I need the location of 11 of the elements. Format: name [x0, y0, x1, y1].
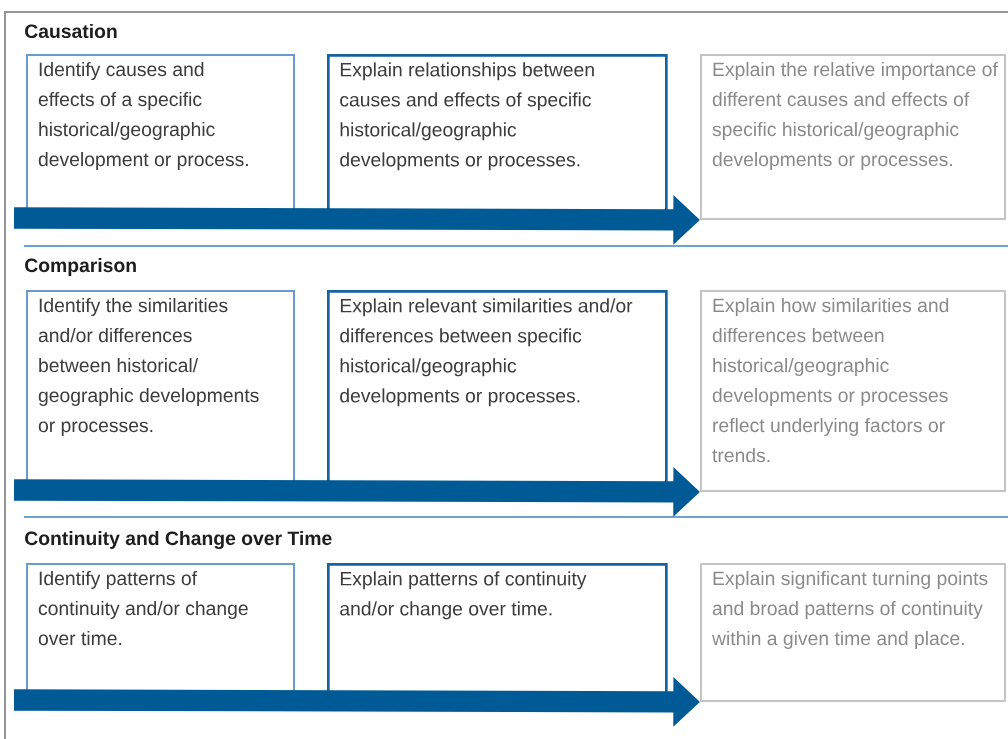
section-heading: Comparison — [25, 258, 136, 276]
text-box: Explain how similarities and differences between historical/geographic developments or processes reflect underlying factors or trends. — [700, 290, 1006, 492]
text-box: Identify patterns of continuity and/or change over time. — [26, 563, 295, 702]
text-box: Identify causes and effects of a specific historical/geographic development or process. — [26, 54, 295, 220]
text-box: Explain relevant similarities and/or differences between specific historical/geographic developments or processes. — [327, 290, 668, 493]
text-box: Explain significant turning points and broad patterns of continuity within a given time and place. — [700, 563, 1006, 702]
text-box: Explain the relative importance of different causes and effects of specific historical/geographic developments or processes. — [700, 54, 1006, 220]
text-box: Explain patterns of continuity and/or change over time. — [327, 563, 668, 703]
section-heading: Continuity and Change over Time — [25, 530, 332, 550]
text-box: Identify the similarities and/or differences between historical/ geographic developments or processes. — [26, 290, 295, 492]
text-box: Explain relationships between causes and effects of specific historical/geographic developments or processes. — [327, 54, 668, 221]
